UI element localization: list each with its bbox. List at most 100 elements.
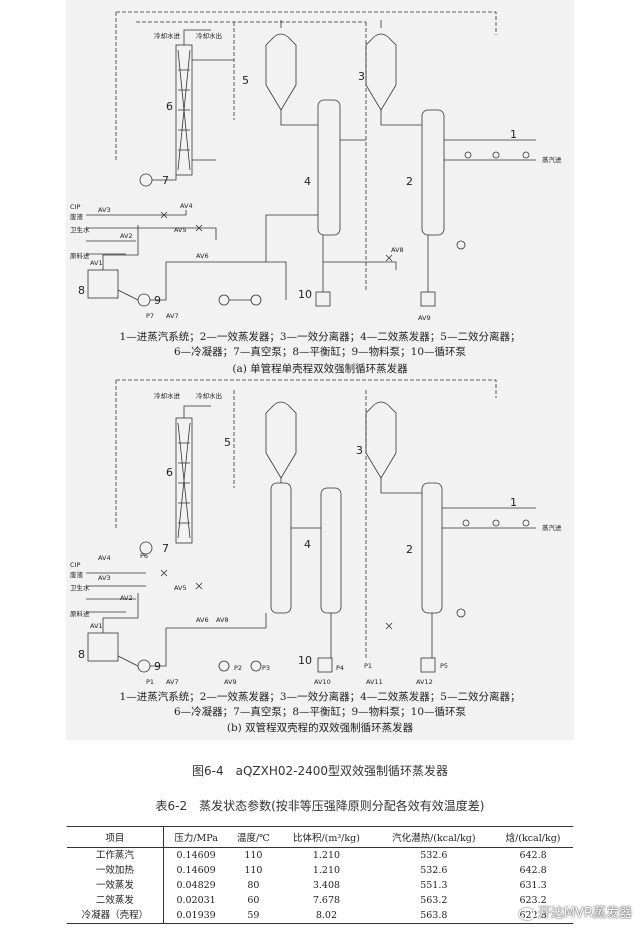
caption-a: (a) 单管程单壳程双效强制循环蒸发器: [232, 363, 408, 375]
label-b-feed-in: 原料进: [70, 609, 90, 618]
label-p7: P7: [146, 312, 154, 320]
table-cell: 551.3: [420, 880, 448, 891]
label-av9: AV9: [418, 314, 431, 322]
label-b-av4: AV4: [98, 554, 111, 562]
label-b-av9: AV9: [224, 678, 237, 686]
separator-3b: [265, 401, 297, 479]
label-b-7: 7: [162, 542, 169, 555]
table-cell: 1.210: [312, 850, 341, 861]
label-10: 10: [298, 288, 312, 301]
label-b-cooling-in: 冷却水进: [154, 391, 181, 400]
label-b-steam-in: 蒸汽进: [542, 523, 562, 532]
header-enthalpy: 焓/(kcal/kg): [493, 826, 573, 848]
label-b-liquid-waste: 废液: [70, 570, 84, 579]
diagram-a-labels: 1 2 3 4 5 6 7 8 9 10 冷却水进 冷却水出 蒸汽进 CIP 废…: [70, 31, 562, 322]
table-cell: 1.210: [312, 865, 341, 876]
table-cell: 563.2: [420, 895, 448, 906]
label-av2: AV2: [120, 232, 133, 240]
table-row: 冷凝器（壳程） 0.01939 59 8.02 563.8 622.8: [67, 908, 573, 924]
legend-b-line1: 1—进蒸汽系统；2—一效蒸发器；3—一效分离器；4—二效蒸发器；5—二效分离器；: [119, 691, 521, 703]
table-cell: 80: [247, 880, 260, 891]
table-cell: 3.408: [312, 880, 341, 891]
process-diagram-b: [86, 379, 536, 673]
table-cell: 60: [247, 895, 260, 906]
header-item: 项目: [67, 826, 164, 848]
wechat-bubble-icon: [518, 907, 535, 920]
label-b-p2: P2: [234, 664, 242, 672]
watermark: 开达MVR蒸发器: [518, 902, 632, 921]
table-row: 一效蒸发 0.04829 80 3.408 551.3 631.3: [67, 878, 573, 893]
label-b-av7: AV7: [166, 678, 179, 686]
header-latent-heat: 汽化潜热/(kcal/kg): [374, 826, 494, 848]
label-4: 4: [304, 175, 311, 188]
evaporator-4: [317, 99, 341, 236]
label-b-p5: P5: [440, 662, 448, 670]
label-av8: AV8: [391, 246, 404, 254]
circulation-pump-p5: [420, 657, 436, 673]
table-cell: 8.02: [278, 908, 375, 924]
table-cell: 623.2: [519, 895, 547, 906]
label-b-9: 9: [154, 660, 161, 673]
separator-3: [265, 33, 297, 111]
table-cell: 7.678: [312, 895, 341, 906]
table-cell: 0.02031: [176, 895, 216, 906]
label-av7: AV7: [166, 312, 179, 320]
diagram-panel-b: 1 2 3 4 5 6 7 8 9 10 冷却水进 冷却水出 蒸汽进 CIP 废…: [66, 378, 574, 740]
label-b-3: 3: [356, 444, 363, 457]
label-b-cooling-out: 冷却水出: [196, 391, 222, 400]
label-b-4: 4: [304, 538, 311, 551]
label-b-cip: CIP: [70, 561, 80, 569]
table-cell: 532.6: [420, 850, 448, 861]
table-header-row: 项目 压力/MPa 温度/℃ 比体积/(m³/kg) 汽化潜热/(kcal/kg…: [67, 826, 573, 848]
table-cell: 110: [244, 850, 263, 861]
label-b-av12: AV12: [416, 678, 433, 686]
label-steam-in: 蒸汽进: [542, 155, 562, 164]
table-cell: 59: [228, 908, 279, 924]
label-b-av5: AV5: [174, 584, 187, 592]
parameter-table: 项目 压力/MPa 温度/℃ 比体积/(m³/kg) 汽化潜热/(kcal/kg…: [67, 826, 573, 924]
table-cell: 冷凝器（壳程）: [67, 908, 164, 924]
label-b-p6: P6: [140, 552, 148, 560]
label-b-2: 2: [406, 543, 413, 556]
label-b-av1: AV1: [90, 622, 103, 630]
table-cell: 二效蒸发: [67, 893, 164, 908]
label-b-p1b: P1: [364, 662, 372, 670]
table-row: 工作蒸汽 0.14609 110 1.210 532.6 642.8: [67, 847, 573, 863]
label-b-av3: AV3: [98, 574, 111, 582]
legend-b-line2: 6—冷凝器；7—真空泵；8—平衡缸；9—物料泵；10—循环泵: [173, 706, 467, 718]
label-8: 8: [78, 284, 85, 297]
label-b-1: 1: [510, 496, 517, 509]
label-cooling-out: 冷却水出: [196, 31, 222, 40]
table-cell: 0.14609: [176, 865, 216, 876]
table-cell: 642.8: [519, 865, 547, 876]
separator-5b: [365, 401, 397, 479]
caption-b: (b) 双管程双壳程的双效强制循环蒸发器: [226, 722, 414, 734]
label-b-5: 5: [224, 436, 231, 449]
table-cell: 631.3: [519, 880, 547, 891]
label-b-p4: P4: [336, 664, 344, 672]
label-3: 3: [358, 70, 365, 83]
table-cell: 532.6: [420, 865, 448, 876]
legend-b: 1—进蒸汽系统；2—一效蒸发器；3—一效分离器；4—二效蒸发器；5—二效分离器；…: [66, 690, 574, 720]
diagram-panel-a: 1 2 3 4 5 6 7 8 9 10 冷却水进 冷却水出 蒸汽进 CIP 废…: [66, 0, 574, 378]
table-cell: 一效蒸发: [67, 878, 164, 893]
label-av5: AV5: [174, 226, 187, 234]
table-row: 二效蒸发 0.02031 60 7.678 563.2 623.2: [67, 893, 573, 908]
label-cooling-in: 冷却水进: [154, 31, 181, 40]
legend-a-line1: 1—进蒸汽系统；2—一效蒸发器；3—一效分离器；4—二效蒸发器；5—二效分离器；: [119, 331, 521, 343]
label-b-p3: P3: [262, 664, 270, 672]
label-av4: AV4: [180, 202, 193, 210]
table-cell: 0.01939: [163, 908, 229, 924]
label-b-av2: AV2: [120, 594, 133, 602]
vacuum-pump-7b: [139, 541, 153, 555]
separator-5: [365, 33, 397, 111]
label-b-6: 6: [166, 466, 173, 479]
label-b-av6: AV6: [196, 616, 209, 624]
label-1: 1: [510, 128, 517, 141]
table-cell: 0.04829: [176, 880, 216, 891]
label-av1: AV1: [90, 259, 103, 267]
table-cell: 一效加热: [67, 863, 164, 878]
process-diagram-a: [86, 11, 536, 307]
table-title: 表6-2 蒸发状态参数(按非等压强降原则分配各效有效温度差): [155, 799, 485, 813]
label-b-av10: AV10: [314, 678, 331, 686]
